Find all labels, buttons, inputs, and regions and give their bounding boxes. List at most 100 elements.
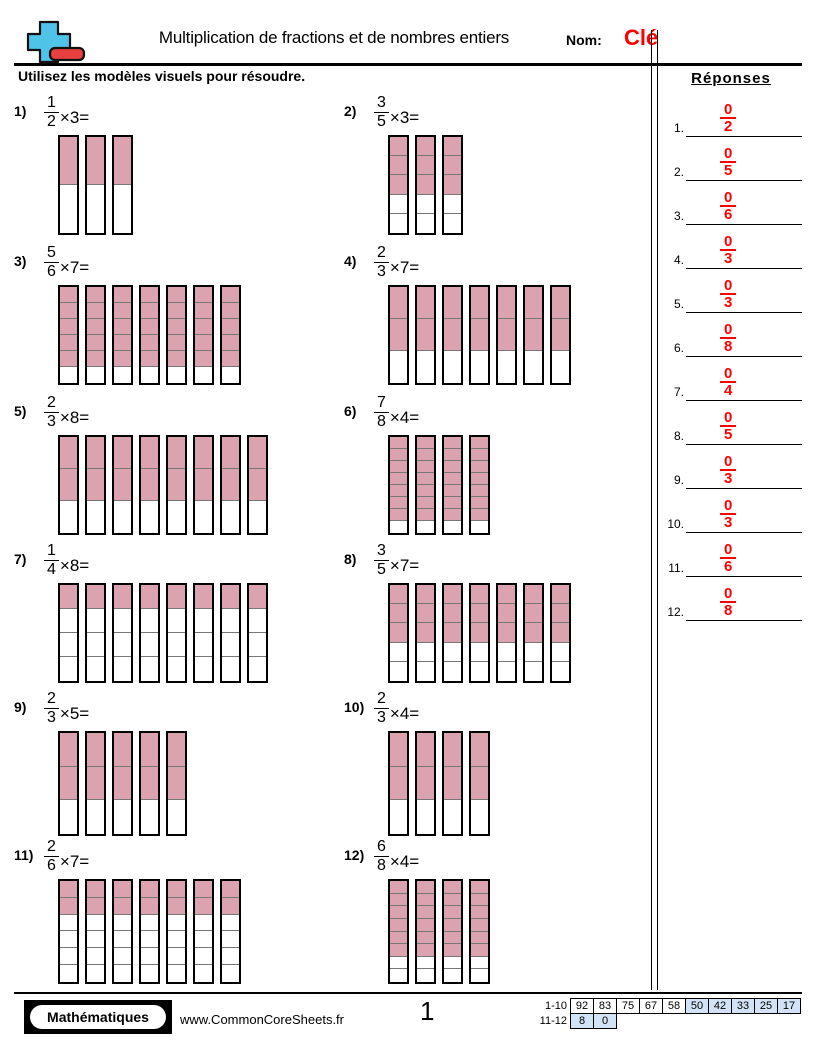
fraction-bar: [388, 879, 409, 984]
fraction-bar: [193, 879, 214, 984]
name-label: Nom:: [566, 32, 602, 48]
answer-blank-line[interactable]: [686, 443, 802, 445]
answer-index: 6.: [673, 341, 684, 355]
answer-blank-line[interactable]: [686, 267, 802, 269]
problem-number: 9): [14, 699, 27, 715]
answer-blank-line[interactable]: [686, 223, 802, 225]
answer-blank-line[interactable]: [686, 531, 802, 533]
fraction-cell-filled: [114, 469, 131, 501]
fraction-cell-empty: [525, 642, 542, 662]
fraction-cell-filled: [141, 437, 158, 469]
answer-blank-line[interactable]: [686, 179, 802, 181]
fraction-cell-empty: [417, 661, 434, 681]
fraction-bar: [388, 731, 409, 836]
fraction-cell-filled: [471, 461, 488, 473]
fraction-cell-filled: [60, 351, 77, 367]
fraction-cell-filled: [444, 449, 461, 461]
fraction-cell-empty: [222, 367, 239, 383]
fraction-cell-filled: [498, 623, 515, 643]
fraction-cell-empty: [114, 367, 131, 383]
fraction-cell-empty: [87, 185, 104, 233]
fraction-cell-empty: [390, 521, 407, 533]
fraction-denominator: 3: [374, 262, 389, 280]
fraction-bar: [523, 285, 544, 385]
answer-blank-line[interactable]: [686, 487, 802, 489]
fraction-bar: [58, 135, 79, 235]
plus-minus-logo-icon: [20, 20, 86, 64]
fraction-cell-empty: [60, 657, 77, 681]
fraction-bar-models: [344, 583, 662, 683]
fraction-cell-filled: [525, 287, 542, 319]
fraction-cell-filled: [390, 893, 407, 907]
fraction-cell-filled: [417, 175, 434, 195]
fraction-cell-filled: [444, 906, 461, 919]
answer-blank-line[interactable]: [686, 619, 802, 621]
answer-blank-line[interactable]: [686, 135, 802, 137]
fraction-cell-filled: [114, 881, 131, 898]
problem-number: 7): [14, 551, 27, 567]
fraction-cell-filled: [168, 733, 185, 767]
fraction-bar: [139, 435, 160, 535]
answer-numerator: 0: [724, 452, 733, 470]
answer-denominator: 3: [720, 513, 737, 531]
fraction-cell-filled: [417, 449, 434, 461]
answer-denominator: 6: [720, 557, 737, 575]
fraction-bar: [523, 583, 544, 683]
fraction-cell-filled: [114, 303, 131, 319]
fraction-cell-filled: [471, 604, 488, 624]
fraction-cell-filled: [525, 604, 542, 624]
fraction-cell-empty: [60, 501, 77, 533]
fraction-cell-filled: [444, 585, 461, 605]
fraction-cell-empty: [195, 609, 212, 633]
fraction-denominator: 3: [44, 708, 59, 726]
footer-divider-rule: [14, 992, 802, 994]
fraction-cell-filled: [471, 509, 488, 521]
fraction-cell-empty: [60, 948, 77, 966]
answer-blank-line[interactable]: [686, 311, 802, 313]
fraction-cell-empty: [390, 956, 407, 970]
fraction-cell-empty: [168, 657, 185, 681]
fraction-cell-empty: [195, 367, 212, 383]
fraction-cell-filled: [60, 766, 77, 801]
fraction-cell-filled: [87, 585, 104, 609]
fraction-cell-empty: [141, 948, 158, 966]
fraction-cell-empty: [114, 185, 131, 233]
fraction-cell-empty: [168, 965, 185, 982]
fraction-cell-empty: [417, 956, 434, 970]
fraction-cell-empty: [60, 633, 77, 657]
fraction-cell-filled: [141, 733, 158, 767]
fraction-cell-filled: [444, 461, 461, 473]
fraction-cell-filled: [417, 156, 434, 176]
answer-blank-line[interactable]: [686, 399, 802, 401]
fraction-cell-filled: [417, 473, 434, 485]
fraction-cell-filled: [168, 469, 185, 501]
fraction-cell-filled: [87, 137, 104, 185]
answer-blank-line[interactable]: [686, 575, 802, 577]
fraction-cell-filled: [141, 881, 158, 898]
fraction-cell-filled: [390, 156, 407, 176]
multiplier-text: ×3=: [59, 108, 90, 127]
fraction-cell-filled: [471, 893, 488, 907]
fraction-bar: [220, 435, 241, 535]
fraction-cell-empty: [417, 642, 434, 662]
fraction-cell-filled: [195, 469, 212, 501]
fraction-bar: [388, 583, 409, 683]
fraction-bar-models: [344, 135, 662, 235]
fraction-cell-empty: [87, 800, 104, 834]
fraction-cell-filled: [417, 881, 434, 894]
answer-blank-line[interactable]: [686, 355, 802, 357]
fraction-denominator: 2: [44, 112, 59, 130]
fraction-cell-empty: [60, 609, 77, 633]
header-divider-rule: [14, 63, 802, 66]
fraction-denominator: 6: [44, 262, 59, 280]
fraction-bar: [442, 731, 463, 836]
fraction-cell-filled: [390, 918, 407, 932]
